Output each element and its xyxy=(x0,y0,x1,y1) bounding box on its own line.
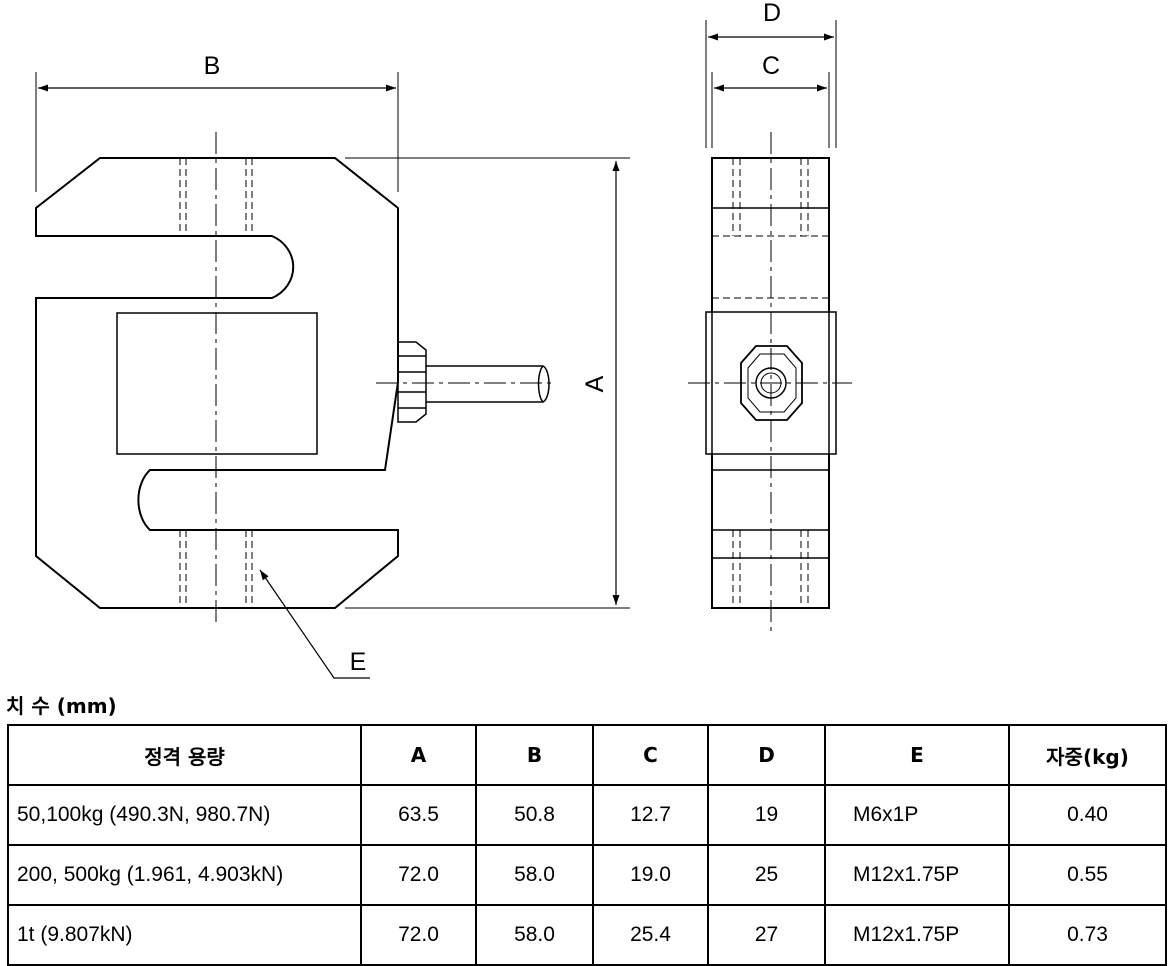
table-row: 50,100kg (490.3N, 980.7N) 63.5 50.8 12.7… xyxy=(7,784,1167,846)
cell-capacity: 1t (9.807kN) xyxy=(7,904,362,966)
section-title: 치 수 (mm) xyxy=(6,694,117,718)
header-b: B xyxy=(475,724,594,786)
header-c: C xyxy=(592,724,709,786)
cell-b: 58.0 xyxy=(475,844,594,906)
cable xyxy=(426,365,550,403)
header-capacity: 정격 용량 xyxy=(7,724,362,786)
header-e: E xyxy=(824,724,1010,786)
cell-capacity: 50,100kg (490.3N, 980.7N) xyxy=(7,784,362,846)
dimension-label-a: A xyxy=(581,375,609,392)
table-row: 1t (9.807kN) 72.0 58.0 25.4 27 M12x1.75P… xyxy=(7,904,1167,966)
header-a: A xyxy=(360,724,477,786)
cell-weight: 0.40 xyxy=(1008,784,1167,846)
dimension-label-e: E xyxy=(350,648,367,676)
cell-a: 63.5 xyxy=(360,784,477,846)
cell-a: 72.0 xyxy=(360,904,477,966)
cable-gland xyxy=(397,341,427,423)
table-header-row: 정격 용량 A B C D E 자중(kg) xyxy=(7,724,1167,786)
cell-c: 19.0 xyxy=(592,844,709,906)
header-d: D xyxy=(707,724,826,786)
dimension-label-b: B xyxy=(204,52,221,80)
cell-e: M6x1P xyxy=(824,784,1010,846)
cell-a: 72.0 xyxy=(360,844,477,906)
cell-weight: 0.73 xyxy=(1008,904,1167,966)
cell-c: 12.7 xyxy=(592,784,709,846)
cell-e: M12x1.75P xyxy=(824,844,1010,906)
cell-c: 25.4 xyxy=(592,904,709,966)
cell-d: 27 xyxy=(707,904,826,966)
front-view xyxy=(35,20,837,679)
header-weight: 자중(kg) xyxy=(1008,724,1167,786)
cell-d: 25 xyxy=(707,844,826,906)
table-row: 200, 500kg (1.961, 4.903kN) 72.0 58.0 19… xyxy=(7,844,1167,906)
cell-b: 50.8 xyxy=(475,784,594,846)
cell-capacity: 200, 500kg (1.961, 4.903kN) xyxy=(7,844,362,906)
cell-weight: 0.55 xyxy=(1008,844,1167,906)
s-beam-outline xyxy=(35,157,399,609)
gauge-cover xyxy=(116,312,318,455)
side-view xyxy=(688,132,852,633)
cell-b: 58.0 xyxy=(475,904,594,966)
load-cell-drawing: B D C A E xyxy=(35,0,852,679)
dimension-label-c: C xyxy=(762,52,780,80)
cell-d: 19 xyxy=(707,784,826,846)
leader-line-e xyxy=(259,569,370,679)
dimension-table: 정격 용량 A B C D E 자중(kg) 50,100kg (490.3N,… xyxy=(7,724,1167,966)
cell-e: M12x1.75P xyxy=(824,904,1010,966)
dimension-label-d: D xyxy=(763,0,781,27)
